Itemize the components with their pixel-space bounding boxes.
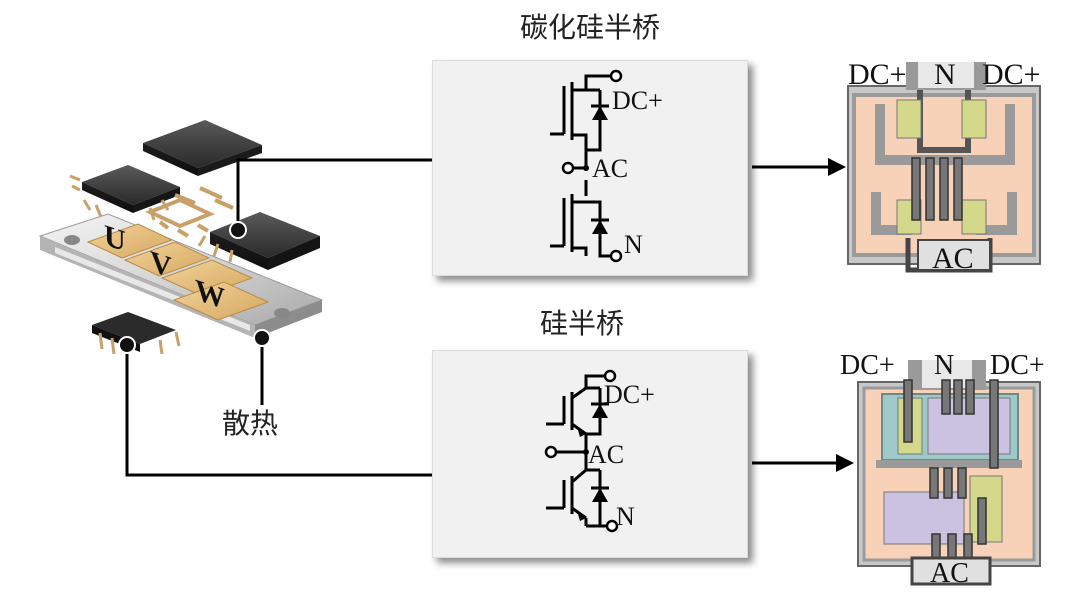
arrow-sic xyxy=(752,158,846,176)
arrow-si xyxy=(752,454,854,472)
si-dc-plus-label: DC+ xyxy=(604,380,655,409)
sic-ac-label: AC xyxy=(592,154,629,183)
si-circuit-panel xyxy=(432,350,748,558)
heat-dissipation-label: 散热 xyxy=(222,407,279,440)
si-layout-n: N xyxy=(934,350,955,381)
si-n-label: N xyxy=(616,502,635,531)
sic-half-bridge-title: 碳化硅半桥 xyxy=(520,11,661,44)
si-half-bridge-title: 硅半桥 xyxy=(540,307,625,340)
lid-chip xyxy=(143,120,262,176)
sic-layout-ac: AC xyxy=(932,242,974,275)
connector-node xyxy=(253,329,271,347)
si-ac-label: AC xyxy=(588,440,625,469)
sic-dc-plus-label: DC+ xyxy=(612,86,663,115)
sic-layout-dc-plus-right: DC+ xyxy=(982,58,1041,91)
sic-layout-n: N xyxy=(934,58,956,91)
connector-node xyxy=(118,336,136,354)
phase-tiles xyxy=(86,223,270,321)
left-upper-chip xyxy=(69,165,180,221)
sic-n-label: N xyxy=(624,230,643,259)
sic-layout-dc-plus-left: DC+ xyxy=(848,58,907,91)
lead-frame xyxy=(144,186,234,238)
connector-node xyxy=(229,221,247,239)
sic-circuit-panel xyxy=(432,60,748,276)
connector-lines xyxy=(125,158,432,477)
si-layout-dc-plus-left: DC+ xyxy=(840,350,895,381)
si-layout-ac: AC xyxy=(930,558,969,589)
si-layout-dc-plus-right: DC+ xyxy=(990,350,1045,381)
